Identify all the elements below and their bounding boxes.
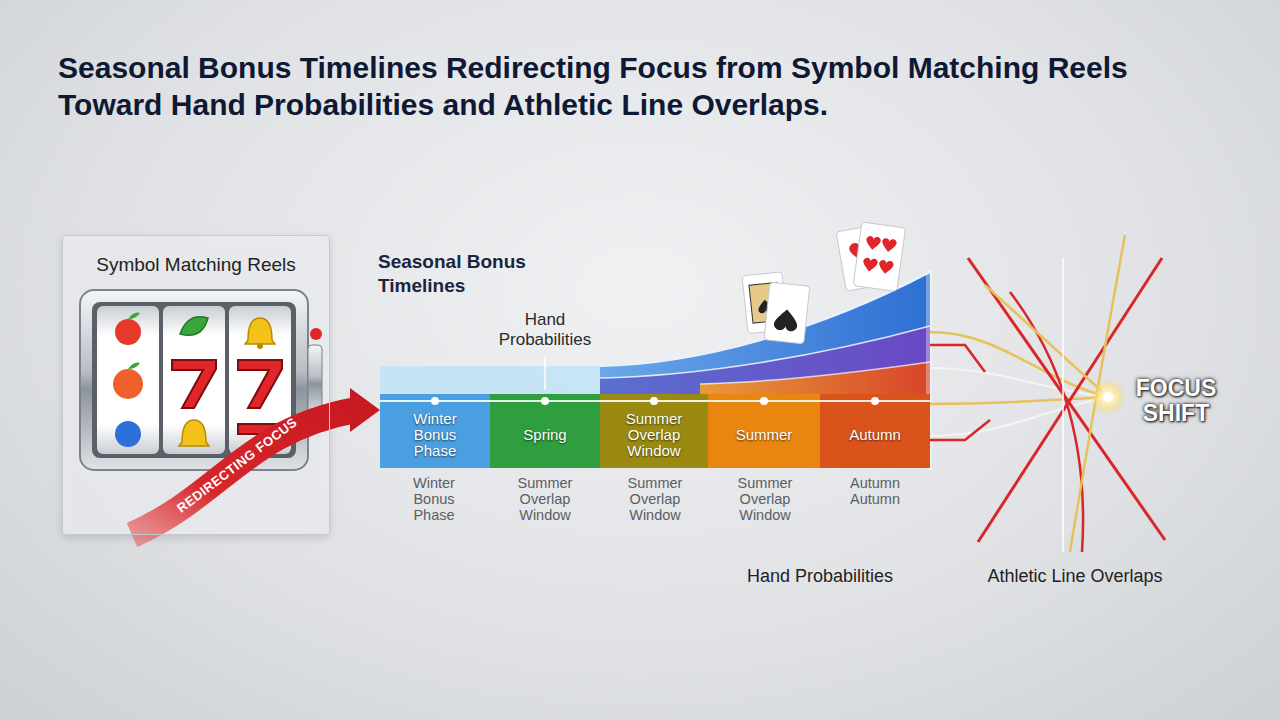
connector-arrow [132,388,380,535]
slot-machine-part [128,363,140,369]
node-text: Spring [502,427,588,443]
slot-machine-part-part [245,318,275,344]
callout-label: Hand Probabilities [490,310,600,351]
line-overlaps [930,235,1165,552]
slot-machine-part [172,360,216,408]
timeline-bands-part [600,272,930,394]
slot-machine-part [97,306,159,454]
node-text: Winter Bonus Phase [392,411,478,460]
playing-cards-part [853,222,905,292]
timeline-dot [650,397,658,405]
playing-cards-part-part [878,260,894,275]
line-overlaps-part [1103,392,1113,402]
playing-cards-part-part [881,238,897,253]
line-overlaps-part [1070,235,1125,552]
timeline-bands-part [700,362,930,384]
panel-ground [62,235,330,535]
arrow-head [350,388,380,432]
season-segment: Spring [490,394,600,468]
season-segment: Autumn [820,394,930,468]
playing-cards-part-part [773,308,798,332]
playing-cards-part-part [865,236,881,251]
line-overlaps-part [1090,379,1126,415]
edge-label: REDIRECTING FOCUS [174,415,299,515]
node-text: Autumn [832,427,918,443]
line-overlaps-part [1010,292,1083,552]
slot-machine-part [308,345,322,415]
timeline-dot [541,397,549,405]
slot-machine-part [115,421,141,447]
slot-machine-part-part [179,420,209,446]
line-overlaps-part [930,397,1108,436]
axis-label: Athletic Line Overlaps [960,566,1190,588]
node-text: Summer [721,427,807,443]
node-text: Symbol Matching Reels [63,254,329,277]
timeline-sublabel: Summer Overlap Window [505,476,585,524]
slot-machine-part [310,328,322,340]
playing-cards [742,222,906,344]
playing-cards-part [764,282,810,344]
slot-machine-part-part [257,343,263,349]
timeline-sublabel: Winter Bonus Phase [394,476,474,524]
line-overlaps-part [985,285,1108,397]
connector-path [132,410,356,535]
timeline-dot [871,397,879,405]
slot-machine-part [238,360,282,408]
line-overlaps-part [1062,258,1064,552]
slot-machine-part [128,313,140,319]
section-heading: Seasonal Bonus Timelines [378,250,578,298]
timeline-dot [431,397,439,405]
node-text: Summer Overlap Window [611,411,697,460]
timeline-bands-part [544,356,546,390]
slot-machine-part [115,319,141,345]
line-overlaps-part [930,332,1108,397]
timeline-dot [760,397,768,405]
playing-cards-part-part [862,257,878,272]
season-segment: Summer Overlap Window [600,394,708,468]
timeline-sublabel: Summer Overlap Window [725,476,805,524]
axis-label: Hand Probabilities [720,566,920,588]
timeline-sublabel: Summer Overlap Window [615,476,695,524]
diagram-title: Seasonal Bonus Timelines Redirecting Foc… [58,50,1228,123]
timeline-bands-part [380,366,600,394]
focus-label: FOCUS SHIFT [1120,376,1232,427]
slot-machine-part [179,420,209,446]
panel-ground-part [62,235,330,535]
playing-cards-part-part [853,222,905,292]
line-overlaps-part [978,258,1162,542]
season-segment: Winter Bonus Phase [380,394,490,468]
playing-cards-part-part [785,318,788,326]
slot-machine-part [180,317,208,336]
slot-machine-part [245,318,275,349]
timeline-sublabel: Autumn Autumn [835,476,915,508]
timeline-bands [380,270,932,470]
playing-cards-part-part [764,282,810,344]
line-overlaps-part [930,345,985,372]
line-overlaps-part [930,420,990,440]
slot-machine-part [163,306,225,454]
slot-machine-part [113,369,143,399]
season-segment: Summer [708,394,820,468]
